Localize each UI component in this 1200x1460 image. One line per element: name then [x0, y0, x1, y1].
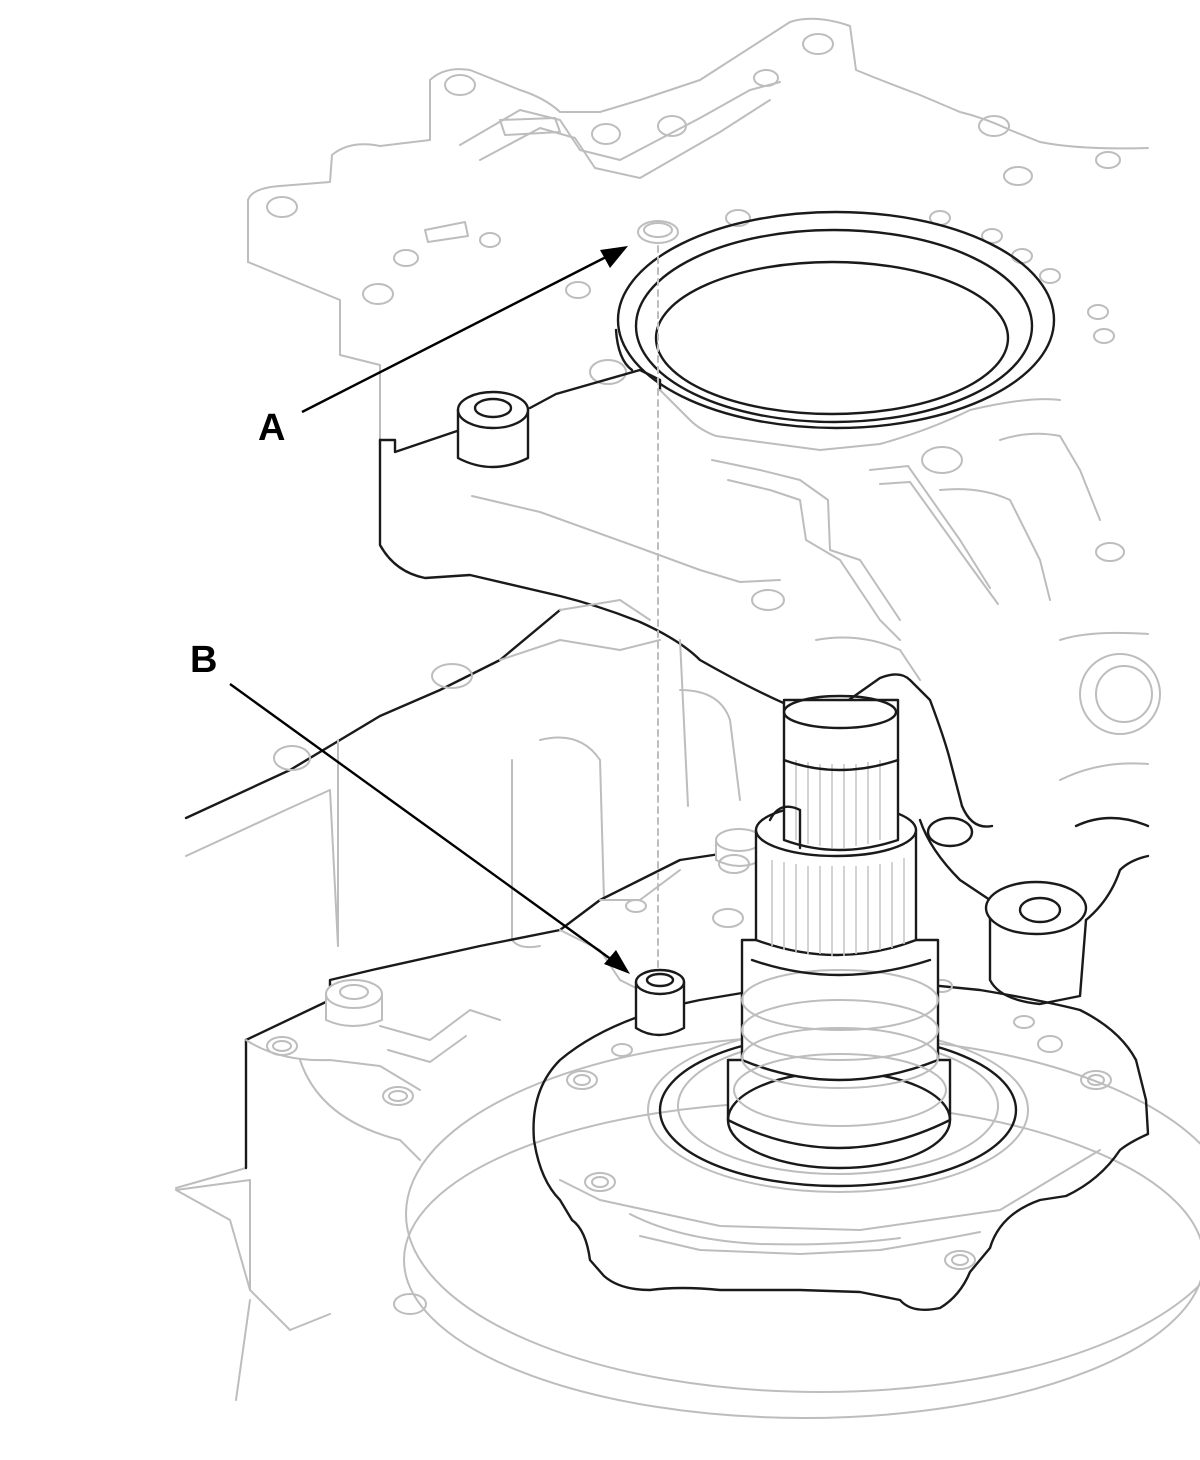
callout-a: A	[258, 246, 628, 449]
callout-label-b: B	[190, 639, 217, 681]
callout-label-a: A	[258, 407, 285, 449]
spline-teeth-upper	[795, 760, 881, 848]
arrowhead-a	[600, 246, 628, 268]
lower-base-plate	[244, 828, 763, 1170]
dowel-pin-b	[634, 968, 686, 1037]
middle-housing-plate	[378, 210, 1161, 1006]
upper-plate	[247, 17, 1149, 441]
arrowhead-b	[604, 950, 630, 974]
dowel-pin-a	[637, 220, 679, 244]
leader-line-b	[229, 683, 613, 961]
callout-b: B	[190, 639, 630, 974]
input-shaft	[726, 694, 952, 1170]
leader-line-a	[301, 254, 609, 414]
spline-teeth-lower	[771, 858, 905, 956]
